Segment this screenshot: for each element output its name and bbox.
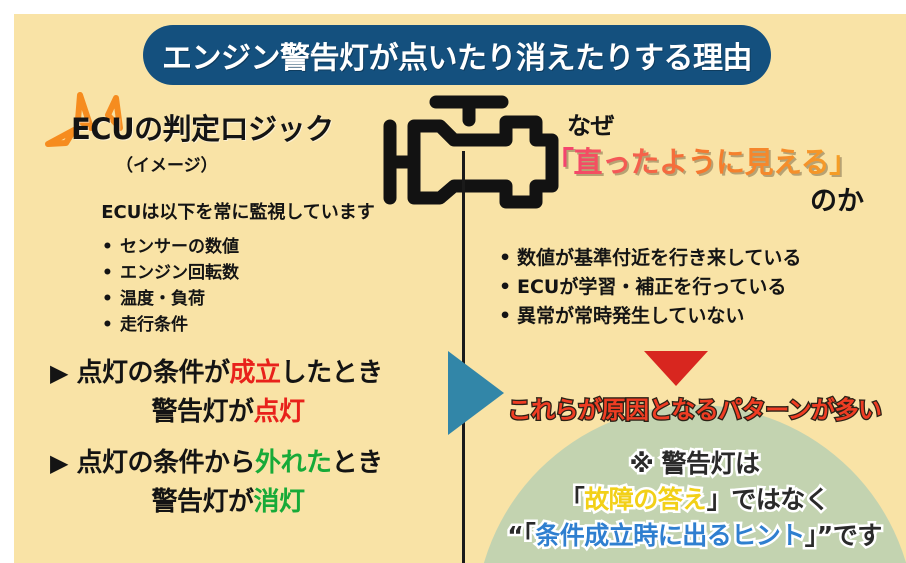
title-banner: エンジン警告灯が点いたり消えたりする理由 [143, 25, 771, 85]
list-item: エンジン回転数 [28, 260, 448, 286]
why-line-1: なぜ [567, 112, 615, 140]
statement-on-post: したとき [280, 358, 384, 388]
left-heading: ECUの判定ロジック [71, 112, 334, 146]
statement-on-pre: 点灯の条件が [76, 358, 231, 388]
statement-on-row2-highlight: 点灯 [253, 397, 306, 427]
statement-light-on: ▶ 点灯の条件が成立したとき 警告灯が点灯 [28, 352, 448, 428]
list-item: 走行条件 [28, 312, 448, 338]
footnote-line-3: “「条件成立時に出るヒント」”です [469, 518, 906, 554]
footnote-line-3-open: “「 [505, 519, 538, 553]
statement-off-highlight: 外れた [255, 448, 332, 478]
cause-conclusion: これらが原因となるパターンが多い [506, 395, 883, 426]
triangle-marker: ▶ [50, 359, 68, 387]
footnote-line-2-open: 「 [557, 483, 587, 517]
left-subheading: （イメージ） [116, 156, 218, 176]
list-item: センサーの数値 [28, 234, 448, 260]
left-watch-line: ECUは以下を常に監視しています [101, 202, 375, 223]
infographic-panel: エンジン警告灯が点いたり消えたりする理由 ECUの判定ロジック （イメージ） [14, 14, 906, 563]
right-column: なぜ 「直ったように見える」 のか 数値が基準付近を行き来している ECUが学習… [469, 106, 906, 553]
check-engine-icon [383, 95, 559, 209]
footnote-line-1: ※ 警告灯は [469, 446, 906, 482]
triangle-marker: ▶ [50, 449, 68, 477]
sparkle-icon [45, 92, 123, 147]
list-item: ECUが学習・補正を行っている [469, 273, 906, 302]
footnote-line-3-close: 」” [802, 519, 835, 553]
left-column: ECUの判定ロジック （イメージ） ECUは以下を常に監視しています センサーの… [28, 106, 448, 518]
footnote-line-3-tail: です [830, 519, 885, 553]
statement-on-highlight: 成立 [229, 358, 282, 388]
statement-light-off: ▶ 点灯の条件から外れたとき 警告灯が消灯 [28, 442, 448, 518]
list-item: 温度・負荷 [28, 286, 448, 312]
footnote-block: ※ 警告灯は 「故障の答え」ではなく “「条件成立時に出るヒント」”です [469, 446, 906, 554]
statement-off-pre: 点灯の条件から [76, 448, 256, 478]
right-bullet-list: 数値が基準付近を行き来している ECUが学習・補正を行っている 異常が常時発生し… [469, 244, 906, 331]
list-item: 異常が常時発生していない [469, 302, 906, 331]
right-triangle-arrow-icon [448, 351, 504, 435]
footnote-line-3-highlight: 条件成立時に出るヒント [533, 519, 808, 553]
statement-off-row2-pre: 警告灯が [151, 487, 254, 517]
footnote-line-2-tail: ではなく [729, 483, 833, 517]
why-line-3: のか [810, 186, 864, 217]
left-bullet-list: センサーの数値 エンジン回転数 温度・負荷 走行条件 [28, 234, 448, 338]
page-title: エンジン警告灯が点いたり消えたりする理由 [162, 41, 753, 76]
statement-on-row2-pre: 警告灯が [151, 397, 254, 427]
footnote-line-1-text: ※ 警告灯は [627, 447, 763, 481]
footnote-line-2-close: 」 [704, 483, 734, 517]
why-line-2: 「直ったように見える」 [469, 139, 906, 181]
statement-off-post: とき [331, 448, 384, 478]
list-item: 数値が基準付近を行き来している [469, 244, 906, 273]
footnote-line-2: 「故障の答え」ではなく [469, 482, 906, 518]
down-triangle-arrow-icon [644, 351, 708, 386]
statement-off-row2-highlight: 消灯 [253, 487, 306, 517]
footnote-line-2-highlight: 故障の答え [582, 483, 710, 517]
